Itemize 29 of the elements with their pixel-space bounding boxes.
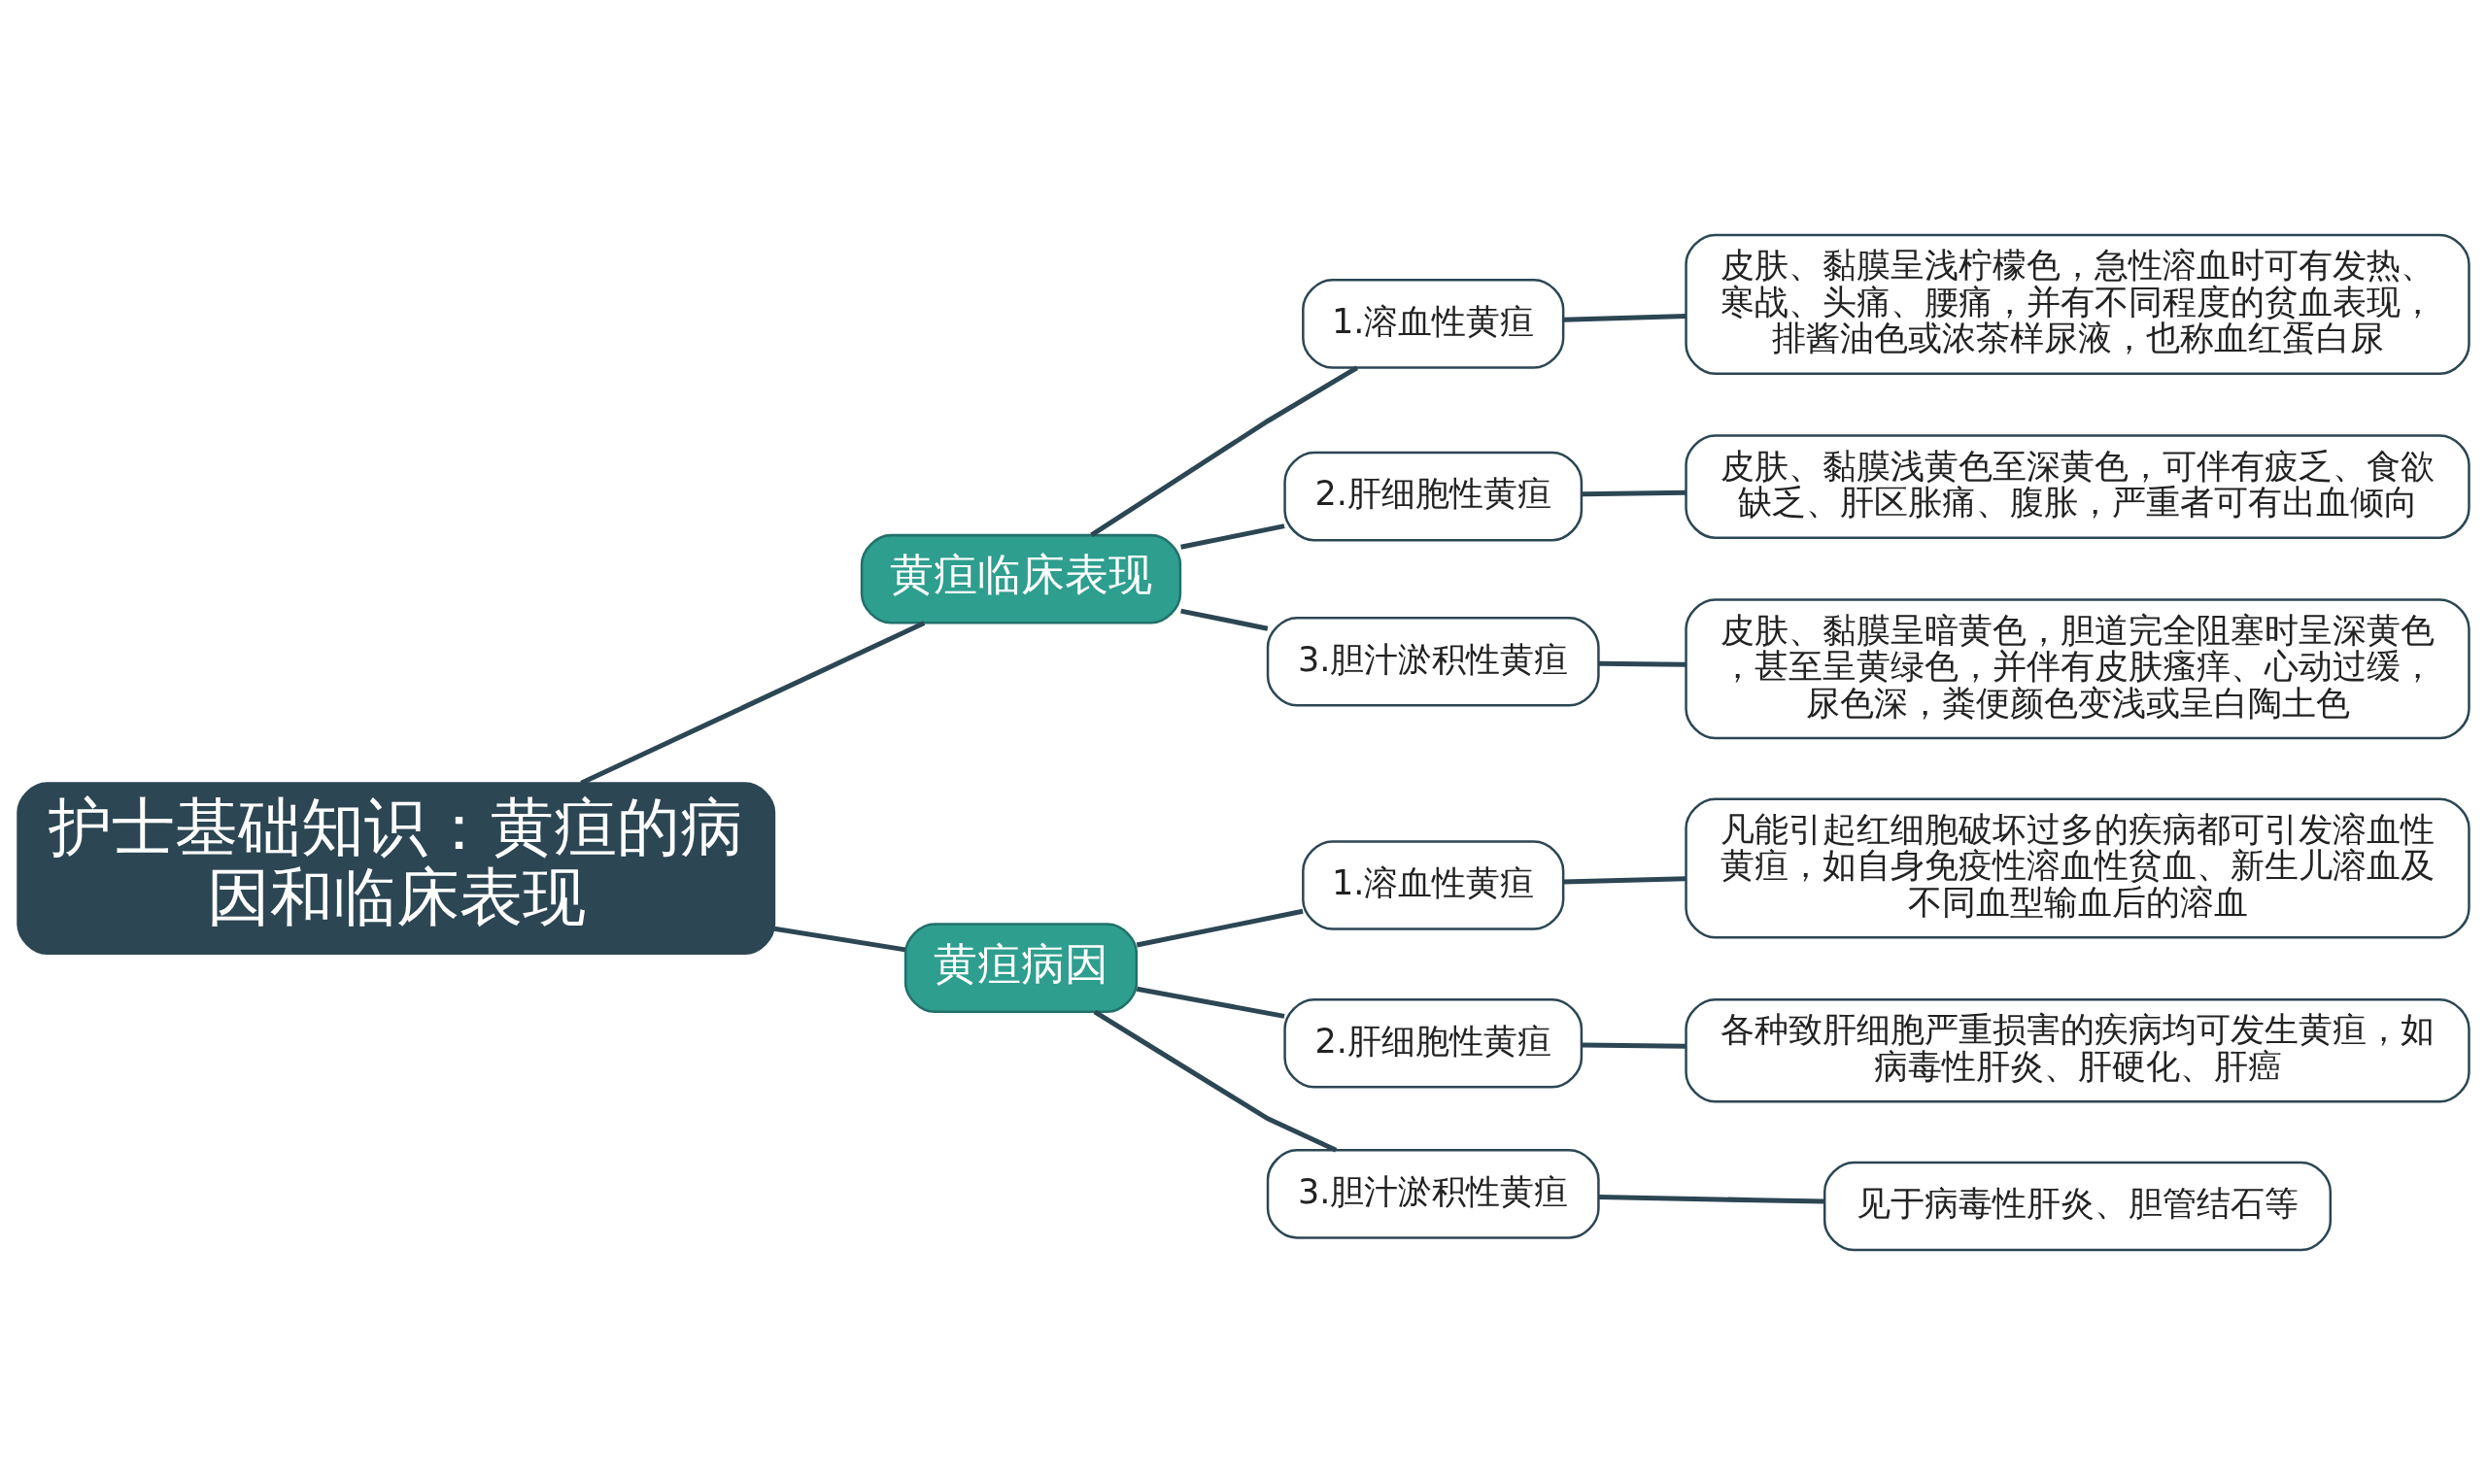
node-box: 1.溶血性黄疸 — [1302, 278, 1565, 369]
node-box: 2.肝细胞性黄疸 — [1283, 997, 1584, 1089]
connector — [1180, 608, 1269, 631]
connector — [1563, 875, 1686, 885]
node-box: 黄疸病因 — [903, 922, 1139, 1013]
node-box: 皮肤、黏膜呈暗黄色，胆道完全阻塞时呈深黄色，甚至呈黄绿色，并伴有皮肤瘙痒、心动过缓，尿色深，粪便颜色变浅或呈白陶土色 — [1685, 597, 2470, 739]
connector — [1093, 1009, 1338, 1153]
node-box: 2.肝细胞性黄疸 — [1283, 451, 1584, 541]
connector — [1563, 313, 1686, 322]
connector — [580, 620, 926, 786]
connector — [773, 926, 906, 952]
node-box: 皮肤、黏膜呈浅柠檬色，急性溶血时可有发热、寒战、头痛、腰痛，并有不同程度的贫血表现，排酱油色或浓茶样尿液，也称血红蛋白尿 — [1685, 233, 2470, 375]
connector — [1136, 986, 1285, 1019]
node-box: 凡能引起红细胞破坏过多的疾病都可引发溶血性黄疸，如自身免疫性溶血性贫血、新生儿溶血及不同血型输血后的溶血 — [1685, 796, 2470, 939]
connector — [1598, 1194, 1824, 1204]
connector — [1598, 660, 1686, 667]
node-box: 1.溶血性黄疸 — [1302, 839, 1565, 930]
connector — [1581, 489, 1686, 496]
node-box: 皮肤、黏膜浅黄色至深黄色，可伴有疲乏、食欲缺乏、肝区胀痛、腹胀，严重者可有出血倾向 — [1685, 433, 2470, 539]
connector — [1090, 365, 1359, 537]
node-box: 黄疸临床表现 — [860, 533, 1182, 624]
node-box: 3.胆汁淤积性黄疸 — [1266, 616, 1600, 707]
connector — [1581, 1041, 1686, 1049]
connector — [1180, 523, 1285, 550]
node-box: 护士基础知识：黄疸的病因和临床表现 — [17, 781, 776, 955]
connector — [1136, 908, 1304, 947]
node-box: 各种致肝细胞严重损害的疾病均可发生黄疸，如病毒性肝炎、肝硬化、肝癌 — [1685, 997, 2470, 1103]
node-box: 见于病毒性肝炎、胆管结石等 — [1823, 1161, 2333, 1251]
node-box: 3.胆汁淤积性黄疸 — [1266, 1148, 1600, 1239]
